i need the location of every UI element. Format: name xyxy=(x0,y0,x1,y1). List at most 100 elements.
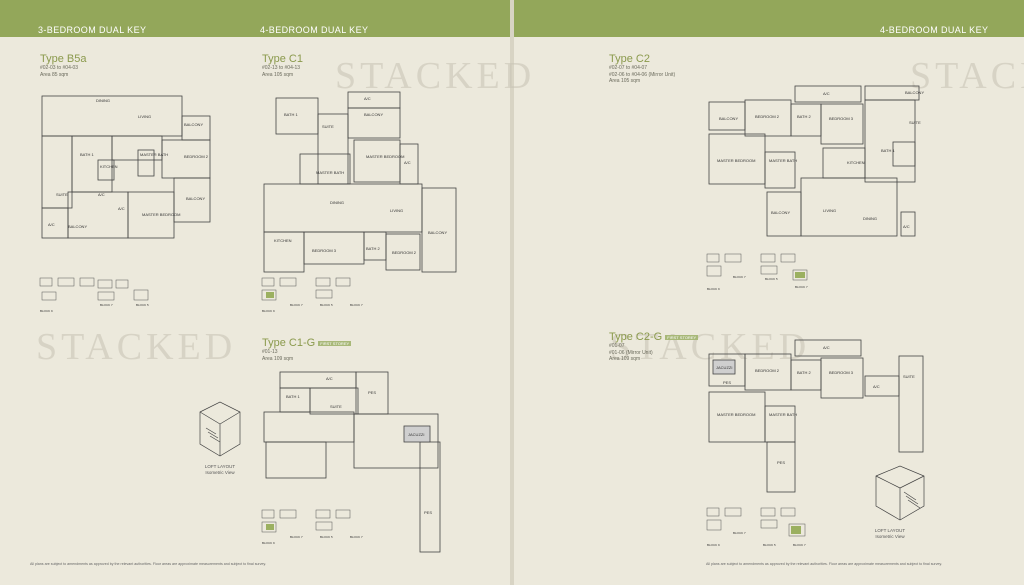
unit-highlight xyxy=(266,292,274,298)
unit-area: Area 105 sqm xyxy=(609,78,641,84)
room-label: BALCONY xyxy=(428,230,447,235)
unit-title-text: Type C2-G xyxy=(609,331,663,343)
block-key-plan-c1g: BLOCK 9 BLOCK 7 BLOCK 5 BLOCK 7 xyxy=(261,509,363,545)
block-label: BLOCK 7 xyxy=(290,303,303,307)
block-label: BLOCK 9 xyxy=(707,287,720,291)
room-label: SUITE xyxy=(903,374,915,379)
unit-info-c1g: #01-13 Area 109 sqm xyxy=(262,349,293,362)
floor-plan-b5a: DINING LIVING BALCONY BATH 1 KITCHEN MAS… xyxy=(41,95,211,239)
loft-caption-title: LOFT LAYOUT xyxy=(204,464,236,469)
room-label: A/C xyxy=(823,345,830,350)
room-label: KITCHEN xyxy=(274,238,292,243)
unit-highlight xyxy=(795,272,805,278)
unit-info-b5a: #02-03 to #04-03 Area 85 sqm xyxy=(40,65,78,78)
unit-area: Area 105 sqm xyxy=(262,71,294,78)
room-label: MASTER BEDROOM xyxy=(717,158,755,163)
room-label: A/C xyxy=(873,384,880,389)
watermark: STACKED xyxy=(910,55,1024,97)
unit-range-mirror: #01-06 (Mirror Unit) xyxy=(609,349,653,356)
room-label: MASTER BATH xyxy=(769,158,797,163)
room-label: JACUZZI xyxy=(408,432,424,437)
block-label: BLOCK 7 xyxy=(793,543,806,547)
block-label: BLOCK 9 xyxy=(262,309,275,313)
room-label: BATH 1 xyxy=(286,394,300,399)
loft-caption-subtitle: Isometric View xyxy=(875,533,905,539)
unit-info-c2g: #01-07 #01-06 (Mirror Unit) Area 109 sqm xyxy=(609,343,653,363)
room-label: BEDROOM 2 xyxy=(755,368,780,373)
room-label: MASTER BATH xyxy=(769,412,797,417)
loft-caption-left: LOFT LAYOUT Isometric View xyxy=(196,464,244,475)
room-label: BEDROOM 3 xyxy=(829,116,854,121)
jacuzzi-shape xyxy=(403,425,431,443)
unit-range: #01-07 xyxy=(609,343,625,349)
header-title-right: 4-BEDROOM DUAL KEY xyxy=(880,25,989,35)
loft-caption-right: LOFT LAYOUT Isometric View xyxy=(862,528,918,539)
footer-disclaimer-right: All plans are subject to amendments as a… xyxy=(706,562,943,566)
floor-plan-c1: A/C BALCONY BATH 1 SUITE MASTER BEDROOM … xyxy=(263,91,457,273)
footer-disclaimer-left: All plans are subject to amendments as a… xyxy=(30,562,267,566)
block-key-plan-b5a: BLOCK 9 BLOCK 7 BLOCK 5 xyxy=(39,277,149,313)
block-key-plan-c2: BLOCK 9 BLOCK 7 BLOCK 5 BLOCK 7 xyxy=(706,253,808,291)
room-label: A/C xyxy=(823,91,830,96)
unit-area: Area 109 sqm xyxy=(609,356,641,362)
room-label: BATH 2 xyxy=(797,114,811,119)
block-key-plan-c1: BLOCK 9 BLOCK 7 BLOCK 5 BLOCK 7 xyxy=(261,277,363,313)
room-label: LIVING xyxy=(390,208,403,213)
unit-area: Area 85 sqm xyxy=(40,71,69,78)
block-label: BLOCK 9 xyxy=(707,543,720,547)
room-label: BEDROOM 2 xyxy=(184,154,209,159)
room-label: DINING xyxy=(96,98,110,103)
unit-info-c1: #02-13 to #04-13 Area 105 sqm xyxy=(262,65,300,78)
room-label: BEDROOM 2 xyxy=(392,250,417,255)
room-label: A/C xyxy=(903,224,910,229)
page-gutter xyxy=(510,0,514,585)
room-label: A/C xyxy=(118,206,125,211)
block-label: BLOCK 7 xyxy=(350,535,363,539)
unit-highlight xyxy=(791,526,801,534)
room-label: BALCONY xyxy=(905,90,924,95)
room-label: A/C xyxy=(98,192,105,197)
unit-range: #01-13 xyxy=(262,349,278,355)
watermark: STACKED xyxy=(36,326,237,368)
room-label: BALCONY xyxy=(364,112,383,117)
block-label: BLOCK 7 xyxy=(100,303,113,307)
block-label: BLOCK 7 xyxy=(290,535,303,539)
jacuzzi-shape xyxy=(712,359,736,375)
floor-plan-c1g: A/C BATH 1 SUITE PES JACUZZI PES xyxy=(263,371,441,553)
room-label: PES xyxy=(368,390,376,395)
room-label: LIVING xyxy=(138,114,151,119)
block-label: BLOCK 9 xyxy=(40,309,53,313)
header-title-left: 3-BEDROOM DUAL KEY xyxy=(38,25,147,35)
room-label: BATH 1 xyxy=(881,148,895,153)
block-label: BLOCK 7 xyxy=(350,303,363,307)
room-label: SUITE xyxy=(909,120,921,125)
room-label: BEDROOM 3 xyxy=(312,248,337,253)
loft-isometric-left xyxy=(199,401,241,457)
room-label: BALCONY xyxy=(184,122,203,127)
unit-title-b5a: Type B5a xyxy=(40,53,87,65)
room-label: BALCONY xyxy=(186,196,205,201)
room-label: BATH 2 xyxy=(366,246,380,251)
room-label: BATH 1 xyxy=(80,152,94,157)
room-label: BALCONY xyxy=(719,116,738,121)
storey-tag: FIRST STOREY xyxy=(318,340,352,346)
unit-title-text: Type C1-G xyxy=(262,337,316,349)
room-label: A/C xyxy=(364,96,371,101)
block-label: BLOCK 7 xyxy=(733,531,746,535)
unit-info-c2: #02-07 to #04-07 #02-06 to #04-06 (Mirro… xyxy=(609,65,675,85)
room-label: BEDROOM 3 xyxy=(829,370,854,375)
room-label: BALCONY xyxy=(68,224,87,229)
room-label: KITCHEN xyxy=(100,164,118,169)
room-label: MASTER BEDROOM xyxy=(142,212,180,217)
room-label: SUITE xyxy=(322,124,334,129)
room-label: BEDROOM 2 xyxy=(755,114,780,119)
room-label: MASTER BEDROOM xyxy=(366,154,404,159)
block-label: BLOCK 5 xyxy=(763,543,776,547)
room-label: A/C xyxy=(326,376,333,381)
room-label: KITCHEN xyxy=(847,160,865,165)
block-label: BLOCK 9 xyxy=(262,541,275,545)
room-label: BALCONY xyxy=(771,210,790,215)
floor-plan-c2g: JACUZZI PES BEDROOM 2 A/C BATH 2 BEDROOM… xyxy=(708,339,924,493)
loft-caption-title: LOFT LAYOUT xyxy=(874,528,906,533)
